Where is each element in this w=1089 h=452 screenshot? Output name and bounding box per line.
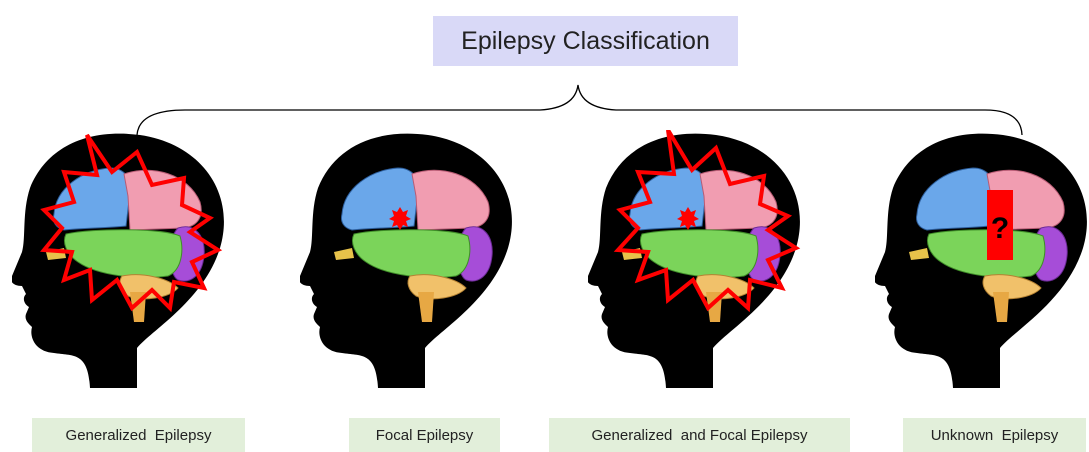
label-generalized-and-focal-epilepsy: Generalized and Focal Epilepsy (549, 418, 850, 452)
grouping-brace-path (137, 85, 1022, 135)
head-focal-epilepsy (300, 130, 530, 390)
unknown-question-mark: ? (991, 212, 1009, 245)
focal-seizure-spot-icon (677, 207, 699, 230)
label-focal-epilepsy-text: Focal Epilepsy (376, 427, 474, 444)
label-unknown-epilepsy-text: Unknown Epilepsy (931, 427, 1059, 444)
head-generalized-epilepsy (12, 130, 242, 390)
label-generalized-and-focal-epilepsy-text: Generalized and Focal Epilepsy (592, 427, 808, 444)
label-unknown-epilepsy: Unknown Epilepsy (903, 418, 1086, 452)
head-unknown-epilepsy: ? (875, 130, 1089, 390)
focal-seizure-spot-icon (389, 207, 411, 230)
label-generalized-epilepsy: Generalized Epilepsy (32, 418, 245, 452)
label-focal-epilepsy: Focal Epilepsy (349, 418, 500, 452)
label-generalized-epilepsy-text: Generalized Epilepsy (66, 427, 212, 444)
head-generalized-and-focal-epilepsy (588, 130, 818, 390)
